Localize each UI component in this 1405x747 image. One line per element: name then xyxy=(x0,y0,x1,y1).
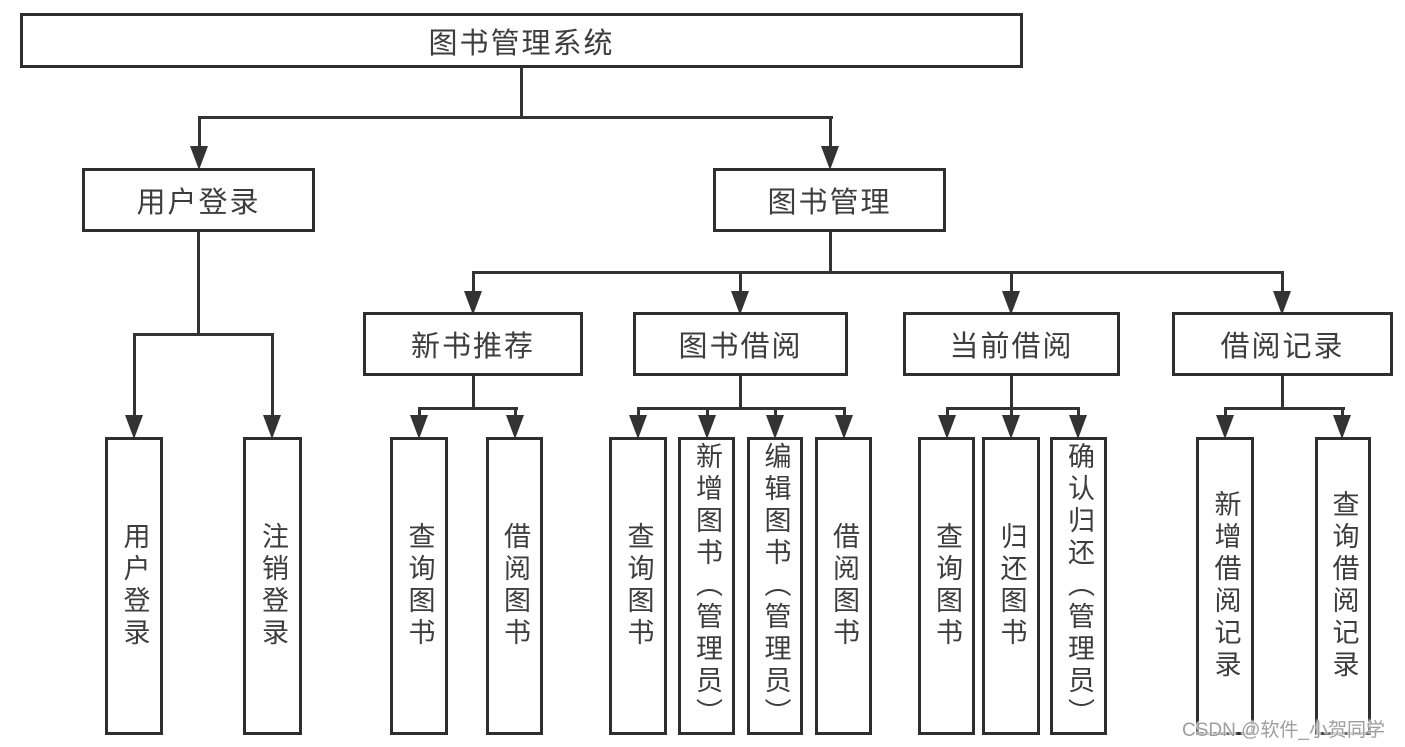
connector-root-stem xyxy=(520,68,523,118)
connector-to-cb-return xyxy=(1010,407,1013,417)
leaf-cb-return-books: 归还图书 xyxy=(982,437,1040,735)
arrow-down-user-login xyxy=(190,146,208,170)
connector-current-borrowing-branch xyxy=(946,407,1080,410)
leaf-bb-add-books-admin: 新增图书（管理员） xyxy=(678,437,735,735)
connector-new-book-branch xyxy=(418,407,518,410)
arrow-down-leaf-user-login xyxy=(125,415,143,439)
connector-level1-branch xyxy=(198,116,833,119)
arrow-down-new-book xyxy=(464,291,482,315)
connector-to-bb-borrow xyxy=(843,407,846,417)
connector-to-bb-add xyxy=(706,407,709,417)
arrow-down-cb-confirm xyxy=(1069,415,1087,439)
connector-to-cb-confirm xyxy=(1077,407,1080,417)
arrow-down-br-add xyxy=(1216,415,1234,439)
node-current-borrowing: 当前借阅 xyxy=(903,312,1120,376)
node-user-login: 用户登录 xyxy=(82,168,315,232)
watermark: CSDN @软件_小贺同学 xyxy=(1182,720,1385,741)
connector-to-br-add xyxy=(1224,407,1227,417)
connector-to-br-query xyxy=(1341,407,1344,417)
arrow-down-book-management xyxy=(821,146,839,170)
arrow-down-bb-borrow xyxy=(835,415,853,439)
connector-to-user-login xyxy=(198,116,201,148)
connector-to-current-borrowing xyxy=(1010,271,1013,293)
connector-level2-branch xyxy=(472,271,1284,274)
arrow-down-bb-add xyxy=(698,415,716,439)
connector-borrowing-records-stem xyxy=(1281,375,1284,409)
arrow-down-cb-return xyxy=(1002,415,1020,439)
leaf-bb-query-books: 查询图书 xyxy=(609,437,667,735)
connector-to-bb-query xyxy=(637,407,640,417)
connector-book-borrowing-stem xyxy=(739,375,742,409)
connector-to-leaf-logout xyxy=(271,333,274,417)
leaf-user-login: 用户登录 xyxy=(105,437,163,735)
leaf-bb-borrow-books: 借阅图书 xyxy=(815,437,872,735)
connector-to-leaf-user-login xyxy=(133,333,136,417)
arrow-down-book-borrowing xyxy=(731,291,749,315)
connector-borrowing-records-branch xyxy=(1224,407,1345,410)
leaf-logout: 注销登录 xyxy=(243,437,302,735)
leaf-cb-query-books: 查询图书 xyxy=(918,437,975,735)
arrow-down-borrowing-records xyxy=(1273,291,1291,315)
connector-to-book-management xyxy=(829,116,832,148)
connector-user-login-branch xyxy=(133,333,274,336)
arrow-down-cb-query xyxy=(938,415,956,439)
leaf-nbr-borrow-books: 借阅图书 xyxy=(486,437,543,735)
arrow-down-bb-edit xyxy=(766,415,784,439)
leaf-nbr-query-books: 查询图书 xyxy=(390,437,448,735)
leaf-br-query-record: 查询借阅记录 xyxy=(1315,437,1371,735)
connector-to-new-book xyxy=(472,271,475,293)
leaf-br-add-record: 新增借阅记录 xyxy=(1196,437,1254,735)
connector-to-cb-query xyxy=(946,407,949,417)
connector-new-book-stem xyxy=(472,375,475,409)
node-borrowing-records: 借阅记录 xyxy=(1172,312,1393,376)
connector-to-nbr-borrow xyxy=(514,407,517,417)
connector-current-borrowing-stem xyxy=(1010,375,1013,409)
connector-to-bb-edit xyxy=(774,407,777,417)
node-book-management: 图书管理 xyxy=(713,168,946,232)
connector-to-nbr-query xyxy=(418,407,421,417)
arrow-down-bb-query xyxy=(629,415,647,439)
arrow-down-nbr-query xyxy=(410,415,428,439)
arrow-down-leaf-logout xyxy=(263,415,281,439)
arrow-down-current-borrowing xyxy=(1002,291,1020,315)
connector-book-management-stem xyxy=(829,232,832,273)
connector-to-borrowing-records xyxy=(1281,271,1284,293)
arrow-down-nbr-borrow xyxy=(506,415,524,439)
node-root: 图书管理系统 xyxy=(20,13,1023,68)
leaf-bb-edit-books-admin: 编辑图书（管理员） xyxy=(747,437,803,735)
connector-book-borrowing-branch xyxy=(637,407,846,410)
node-book-borrowing: 图书借阅 xyxy=(633,312,848,376)
connector-to-book-borrowing xyxy=(739,271,742,293)
node-new-book-recommendation: 新书推荐 xyxy=(363,312,583,376)
leaf-cb-confirm-return-admin: 确认归还（管理员） xyxy=(1050,437,1107,735)
connector-user-login-stem xyxy=(197,232,200,335)
arrow-down-br-query xyxy=(1333,415,1351,439)
